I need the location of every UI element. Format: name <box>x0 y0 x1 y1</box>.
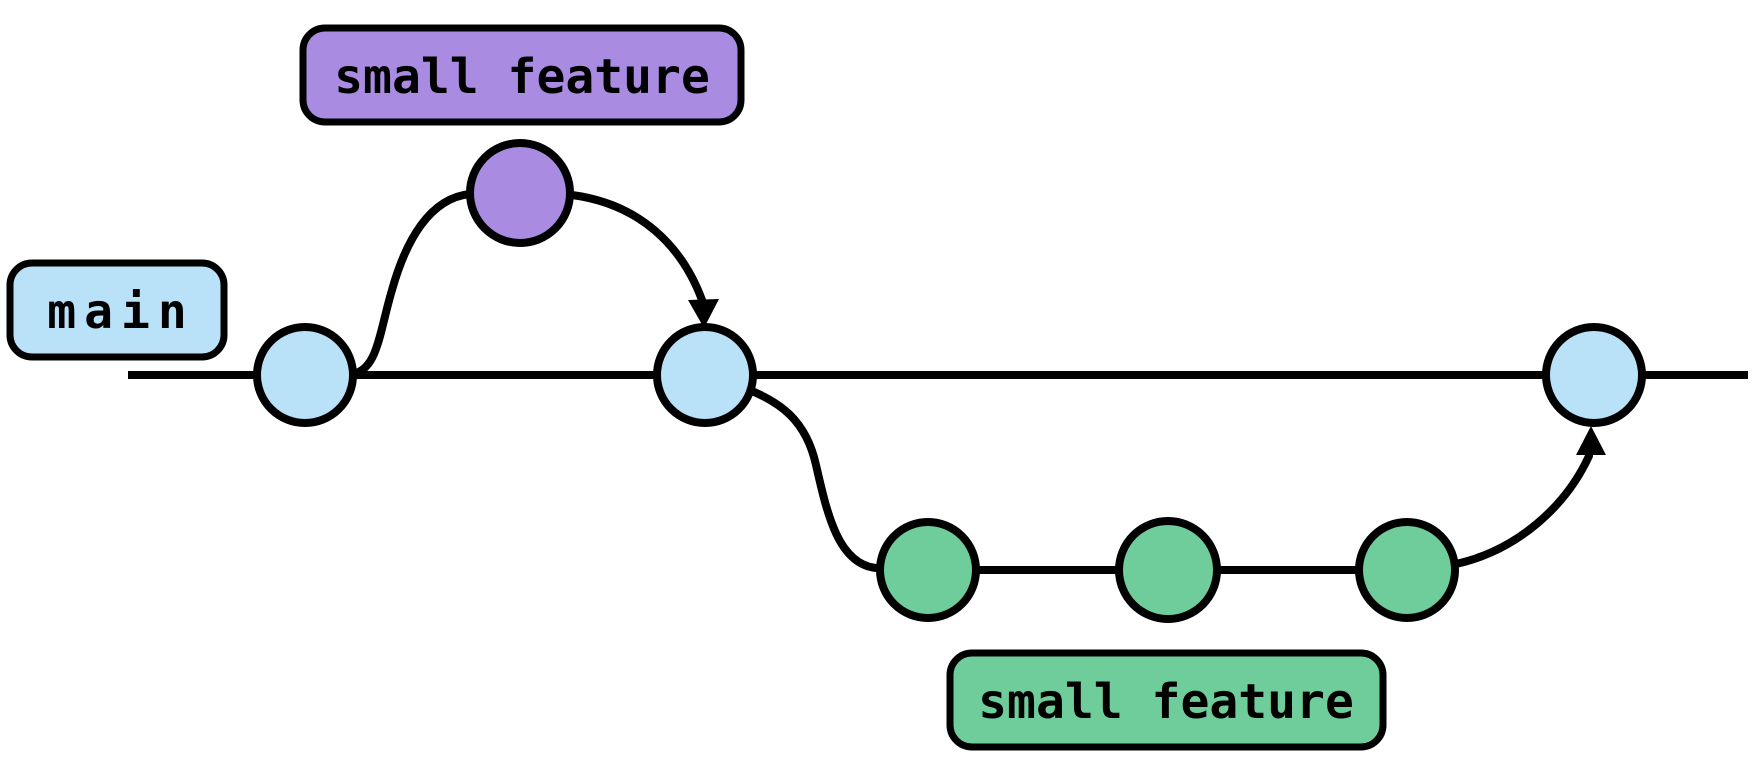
feature-bottom-label-text: small feature <box>978 674 1354 730</box>
branch-curve-feature-top <box>352 190 474 377</box>
commit-node-feature-bottom-1 <box>876 518 980 622</box>
branch-curve-feature-bottom <box>743 385 880 572</box>
main-branch-label: main <box>6 259 228 361</box>
feature-top-label: small feature <box>299 24 745 126</box>
main-branch-label-text: main <box>47 284 195 340</box>
feature-top-label-box <box>299 24 745 126</box>
merge-arrowhead-up-icon <box>1576 426 1606 455</box>
commit-node-main-2 <box>653 323 757 427</box>
commit-node-feature-top-1 <box>466 139 574 247</box>
merge-curve-feature-top <box>568 191 706 304</box>
commit-node-main-1 <box>253 323 357 427</box>
feature-bottom-label: small feature <box>946 649 1387 751</box>
commit-node-main-3 <box>1542 323 1646 427</box>
commit-node-feature-bottom-2 <box>1115 517 1221 623</box>
feature-bottom-label-box <box>946 649 1387 751</box>
feature-top-label-text: small feature <box>334 49 710 105</box>
main-branch-label-box <box>6 259 228 361</box>
merge-arrowhead-down-icon <box>688 299 719 328</box>
commit-node-feature-bottom-3 <box>1355 518 1459 622</box>
merge-curve-feature-bottom <box>1452 452 1593 568</box>
